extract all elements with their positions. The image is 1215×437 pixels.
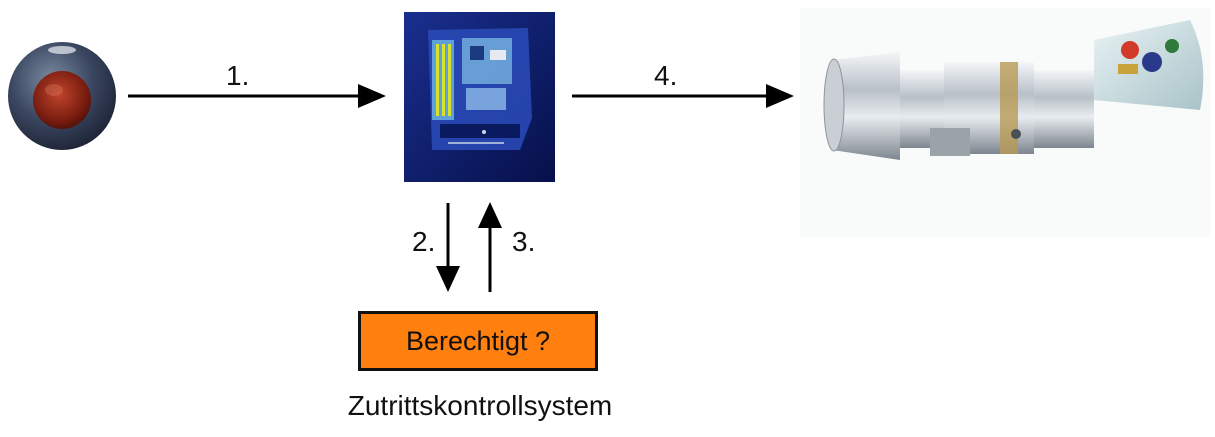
step-label-1: 1. [226,60,250,91]
step-label-3: 3. [512,226,536,257]
arrow-step-2 [436,203,460,292]
step-label-2: 2. [412,226,436,257]
transponder-key-fob-icon [8,42,116,150]
arrow-step-4 [572,84,794,108]
arrow-step-1 [128,84,386,108]
electronic-lock-cylinder-icon [800,8,1210,238]
authorization-check-box: Berechtigt ? [358,311,598,371]
arrow-step-3 [478,202,502,292]
authorization-check-label: Berechtigt ? [405,325,551,356]
system-caption: Zutrittskontrollsystem [347,390,613,421]
step-label-4: 4. [654,60,678,91]
access-controller-icon [404,12,555,182]
